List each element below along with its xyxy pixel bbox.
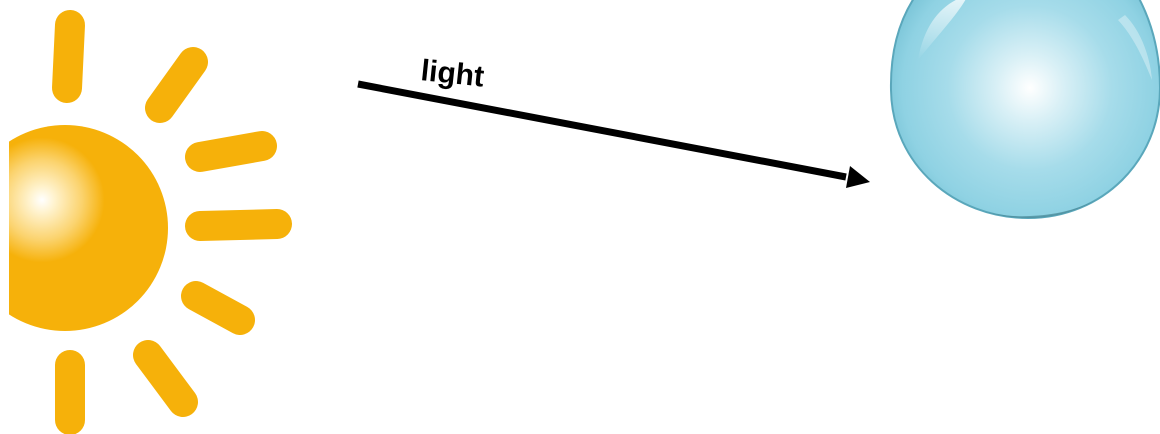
left-crop-edge	[0, 0, 9, 434]
arrow-head	[846, 166, 870, 188]
water-droplet-icon	[891, 0, 1160, 222]
arrow-label: light	[419, 54, 485, 93]
light-arrow: light	[358, 54, 870, 188]
sun-icon	[0, 0, 277, 434]
sun-disc	[0, 125, 168, 331]
arrow-shaft	[358, 84, 846, 177]
